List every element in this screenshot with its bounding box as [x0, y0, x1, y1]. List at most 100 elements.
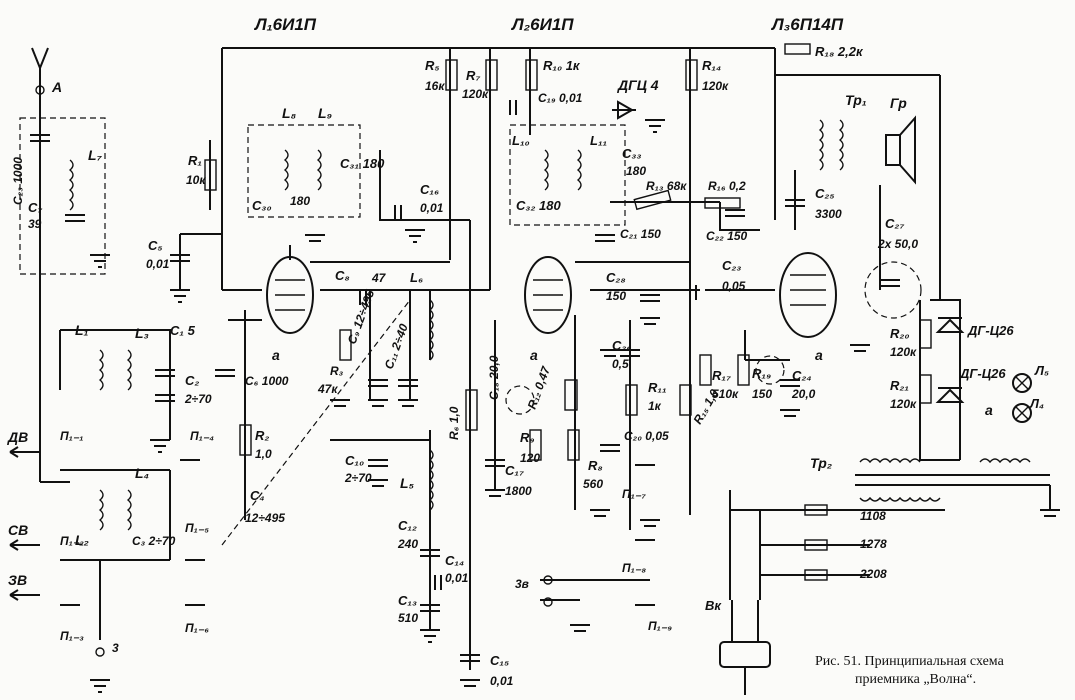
l5-label: L₅ [400, 475, 415, 491]
r2-label: R₂ [255, 428, 269, 443]
p16: П₁₋₆ [185, 621, 209, 635]
c9-label: C₉ 12÷495 [345, 288, 378, 346]
figure-caption-line2: приемника „Волна“. [855, 672, 976, 687]
r19-val: 150 [752, 387, 772, 401]
r20-val: 120к [890, 345, 917, 359]
l9-label: L₉ [318, 105, 333, 121]
r7-label: R₇ [466, 68, 480, 83]
r16-label: R₁₆ 0,2 [708, 179, 746, 193]
c2-label: C₂ [185, 373, 199, 388]
c10-label: C₁₀ [345, 453, 364, 468]
c26-label: C₂₆ [612, 338, 632, 353]
r14-val: 120к [702, 79, 729, 93]
switch-contacts [60, 459, 655, 606]
c27-label: C₂₇ [885, 216, 904, 231]
c30-val: 180 [290, 194, 310, 208]
c1-label: C₁ 5 [170, 323, 196, 338]
r1-val: 10к [186, 173, 206, 187]
w1278: 1278 [860, 537, 887, 551]
r3-label: R₃ [330, 364, 344, 378]
l3-label: L₃ [135, 325, 149, 341]
r8-label: R₈ [588, 458, 603, 473]
r9-label: R₉ [520, 430, 535, 445]
c25-val: 3300 [815, 207, 842, 221]
r7-val: 120к [462, 87, 489, 101]
tube-label: Л₂6И1П [510, 15, 574, 34]
r11-label: R₁₁ [648, 380, 667, 395]
c7-label: C₇ [28, 200, 42, 215]
term3: 3 [112, 641, 119, 655]
vk-label: Вк [705, 598, 722, 613]
tr2-label: Тр₂ [810, 455, 832, 471]
c8-label: C₈ [335, 268, 350, 283]
c18-label: C₁₈ 20,0 [487, 355, 501, 400]
c33-label: C₃₃ [622, 146, 642, 161]
a4: а [985, 402, 993, 418]
c13-label: C₁₃ [398, 593, 417, 608]
p13: П₁₋₃ [60, 629, 84, 643]
r8-val: 560 [583, 477, 603, 491]
l1-label: L₁ [75, 322, 89, 338]
c8-val: 47 [371, 271, 387, 285]
c17-val: 1800 [505, 484, 532, 498]
c7-val: 39 [28, 217, 42, 231]
ground-symbols [90, 119, 1060, 693]
c28-label: C₂₈ [606, 270, 626, 285]
r21-label: R₂₁ [890, 378, 909, 393]
r6-label: R₆ 1,0 [447, 406, 461, 440]
c4-val: 12÷495 [245, 511, 285, 525]
p18: П₁₋₈ [622, 561, 646, 575]
r5-label: R₅ [425, 58, 440, 73]
c4-label: C₄ [250, 488, 265, 503]
dv: ДВ [7, 429, 28, 445]
l4-label: L₄ [135, 465, 149, 481]
c23-label: C₂₃ 1000 [11, 157, 25, 205]
c2-val: 2÷70 [184, 392, 212, 406]
c20-label: C₂₀ 0,05 [624, 429, 669, 443]
r12-label: R₁₂ 0,47 [525, 363, 554, 411]
sv: СВ [8, 522, 28, 538]
c16-label: C₁₆ [420, 182, 439, 197]
c16-val: 0,01 [420, 201, 444, 215]
term3v: 3в [515, 577, 529, 591]
c6-label: C₆ 1000 [245, 374, 289, 388]
r13-label: R₁₃ 68к [646, 179, 687, 193]
l4b-label: Л₄ [1029, 396, 1044, 411]
components [9, 43, 1060, 695]
r10-label: R₁₀ 1к [543, 58, 581, 73]
c13-val: 510 [398, 611, 418, 625]
c12-val: 240 [397, 537, 418, 551]
l5b-label: Л₅ [1034, 363, 1049, 378]
tube-label: Л₁6И1П [253, 15, 317, 34]
c23b-label: C₂₃ [722, 258, 741, 273]
r17-label: R₁₇ [712, 368, 731, 383]
r14-label: R₁₄ [702, 58, 721, 73]
c5-label: C₅ [148, 238, 163, 253]
a2: а [530, 347, 538, 363]
l8-label: L₈ [282, 105, 297, 121]
c11-label: C₁₁ 2÷40 [382, 322, 411, 371]
l7-label: L₇ [88, 147, 103, 163]
r9-val: 120 [520, 451, 540, 465]
dg2-label: ДГ-Ц26 [959, 366, 1006, 381]
c33-val: 180 [626, 164, 646, 178]
c30-label: C₃₀ [252, 198, 272, 213]
c23b-val: 0,05 [722, 279, 746, 293]
a1: а [272, 347, 280, 363]
c32-label: C₃₂ 180 [516, 198, 561, 213]
r1-label: R₁ [188, 153, 202, 168]
figure-caption-line1: Рис. 51. Принципиальная схема [815, 654, 1005, 669]
c15-val: 0,01 [490, 674, 514, 688]
r19-label: R₁₉ [752, 366, 771, 381]
w1108: 1108 [860, 509, 886, 523]
p19: П₁₋₉ [648, 619, 672, 633]
p12: П₁₋₂ [60, 534, 84, 548]
r21-val: 120к [890, 397, 917, 411]
c3-label: C₃ 2÷70 [132, 534, 176, 548]
dgc4-label: ДГЦ 4 [617, 77, 659, 93]
r11-val: 1к [648, 399, 662, 413]
r3-val: 47к [317, 382, 338, 396]
tr1-label: Тр₁ [845, 92, 867, 108]
